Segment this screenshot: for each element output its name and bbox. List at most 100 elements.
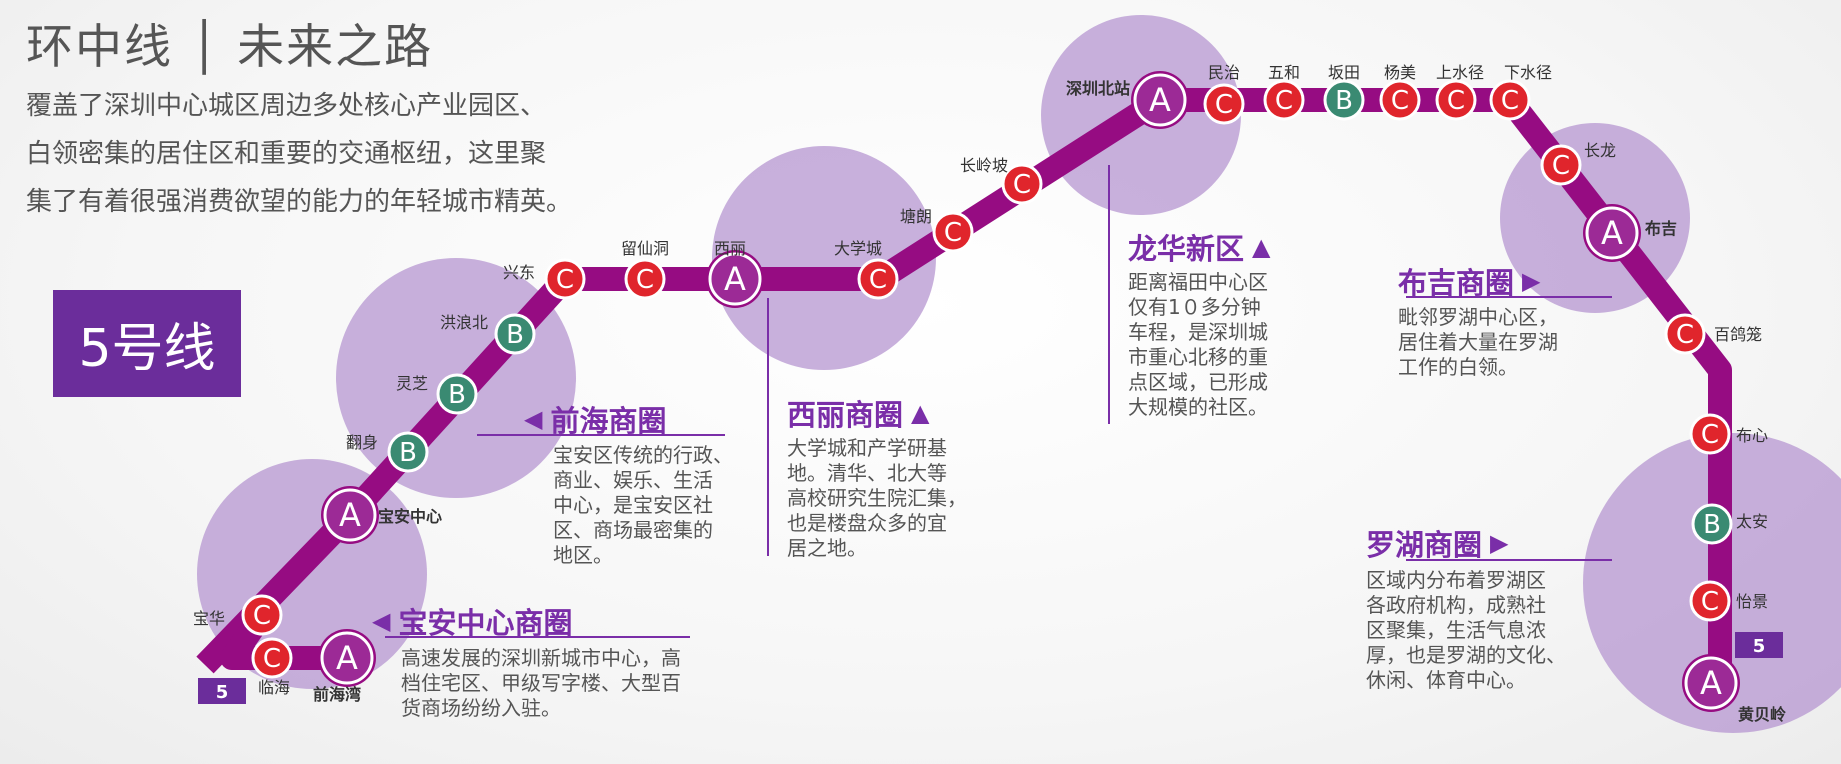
zone-desc-longhua: 距离福田中心区 仅有1０多分钟 车程，是深圳城 市重心北移的重 点区域，已形成 …: [1128, 270, 1268, 420]
station-5[interactable]: B翻身: [346, 431, 429, 473]
zone-title-longhua: 龙华新区 ▲: [1128, 226, 1270, 268]
station-marker: [1585, 206, 1639, 260]
station-18[interactable]: C杨美: [1379, 63, 1421, 121]
zone-title-text: 布吉商圈: [1398, 266, 1515, 300]
station-marker: [857, 258, 899, 300]
station-grade: C: [263, 644, 281, 674]
station-marker: [251, 637, 293, 679]
station-label: 长龙: [1584, 141, 1616, 160]
station-label: 前海湾: [313, 685, 361, 704]
station-grade: C: [1701, 587, 1719, 617]
station-grade: C: [1701, 420, 1719, 450]
zone-title-text: 罗湖商圈: [1366, 528, 1483, 562]
station-6[interactable]: B灵芝: [396, 373, 478, 415]
zone-desc-line: 商业、娱乐、生活: [553, 468, 713, 492]
station-24[interactable]: C 布心: [1689, 413, 1768, 455]
station-grade: B: [506, 320, 524, 350]
station-label: 翻身: [346, 433, 378, 452]
zone-title-text: 前海商圈: [550, 404, 667, 438]
station-1[interactable]: C 临海: [251, 637, 293, 697]
station-label: 怡景: [1736, 592, 1768, 611]
station-3[interactable]: C宝华: [193, 594, 283, 636]
station-label: 灵芝: [396, 374, 428, 393]
station-marker: [241, 594, 283, 636]
station-marker: [1689, 580, 1731, 622]
station-grade: A: [1149, 81, 1171, 119]
station-marker: [494, 313, 536, 355]
station-26[interactable]: C 怡景: [1689, 580, 1768, 622]
intro-paragraph: 覆盖了深圳中心城区周边多处核心产业园区、 白领密集的居住区和重要的交通枢纽，这里…: [26, 82, 606, 226]
station-grade: C: [1013, 170, 1031, 200]
station-label: 上水径: [1436, 63, 1484, 82]
station-grade: C: [636, 265, 654, 295]
station-grade: A: [1601, 214, 1623, 252]
station-label: 西丽: [714, 239, 746, 258]
station-grade: B: [1335, 86, 1353, 116]
station-9[interactable]: C 留仙洞: [621, 239, 669, 300]
station-8[interactable]: C兴东: [503, 258, 586, 300]
station-19[interactable]: C 上水径: [1435, 63, 1484, 121]
zone-desc-qianhai: 宝安区传统的行政、 商业、娱乐、生活 中心，是宝安区社 区、商场最密集的 地区。: [553, 443, 733, 568]
station-grade: C: [1447, 86, 1465, 116]
station-label: 太安: [1736, 512, 1768, 531]
station-label: 布心: [1736, 426, 1768, 445]
station-marker: [1684, 656, 1738, 710]
station-label: 百鸽笼: [1714, 325, 1762, 344]
zone-desc-line: 点区域，已形成: [1128, 370, 1268, 394]
station-23[interactable]: C 百鸽笼: [1664, 313, 1762, 355]
zone-desc-line: 档住宅区、甲级写字楼、大型百: [401, 671, 681, 695]
station-grade: C: [1552, 151, 1570, 181]
station-grade: C: [1275, 86, 1293, 116]
station-17[interactable]: B 坂田: [1323, 63, 1365, 121]
triangle-up-icon: ▲: [1252, 233, 1271, 261]
station-marker: [624, 258, 666, 300]
zone-desc-line: 厚，也是罗湖的文化、: [1366, 643, 1566, 667]
triangle-left-icon: ◀: [524, 405, 543, 433]
station-label: 民治: [1208, 63, 1240, 82]
zone-desc-line: 大规模的社区。: [1128, 395, 1268, 419]
station-marker: [708, 252, 762, 306]
station-13[interactable]: C 长岭坡: [960, 156, 1043, 205]
zone-desc-buji: 毗邻罗湖中心区， 居住着大量在罗湖 工作的白领。: [1398, 305, 1558, 380]
station-label: 留仙洞: [621, 239, 669, 258]
zone-title-text: 西丽商圈: [787, 398, 904, 432]
station-grade: A: [336, 639, 358, 677]
station-marker: [1689, 413, 1731, 455]
station-10[interactable]: A西丽: [706, 239, 764, 308]
station-marker: [1263, 79, 1305, 121]
station-21[interactable]: C 长龙: [1540, 141, 1616, 186]
station-2[interactable]: A 前海湾: [313, 629, 376, 704]
station-label: 坂田: [1328, 63, 1360, 82]
station-marker: [932, 211, 974, 253]
station-label: 大学城: [834, 239, 882, 258]
zone-desc-baoan-center: 高速发展的深圳新城市中心，高 档住宅区、甲级写字楼、大型百 货商场纷纷入驻。: [401, 646, 681, 721]
station-label: 宝华: [193, 609, 225, 628]
station-marker: [1323, 79, 1365, 121]
station-marker: [323, 488, 377, 542]
triangle-left-icon: ◀: [372, 607, 391, 635]
zone-desc-xili: 大学城和产学研基 地。清华、北大等 高校研究生院汇集， 也是楼盘众多的宜 居之地…: [787, 436, 967, 561]
station-label: 长岭坡: [960, 156, 1008, 175]
zone-title-baoan-center: ◀ 宝安中心商圈: [372, 600, 572, 642]
zone-desc-line: 市重心北移的重: [1128, 345, 1268, 369]
svg-text:5: 5: [1753, 636, 1766, 657]
station-marker: [1435, 79, 1477, 121]
station-15[interactable]: C民治: [1203, 63, 1245, 125]
station-marker: [387, 431, 429, 473]
station-12[interactable]: C塘朗: [900, 207, 974, 253]
station-marker: [1691, 503, 1733, 545]
station-label: 临海: [258, 678, 290, 697]
station-grade: C: [1676, 320, 1694, 350]
zone-desc-line: 高校研究生院汇集，: [787, 486, 967, 510]
station-16[interactable]: C五和: [1263, 63, 1305, 121]
station-marker: [1001, 163, 1043, 205]
station-marker: [544, 258, 586, 300]
